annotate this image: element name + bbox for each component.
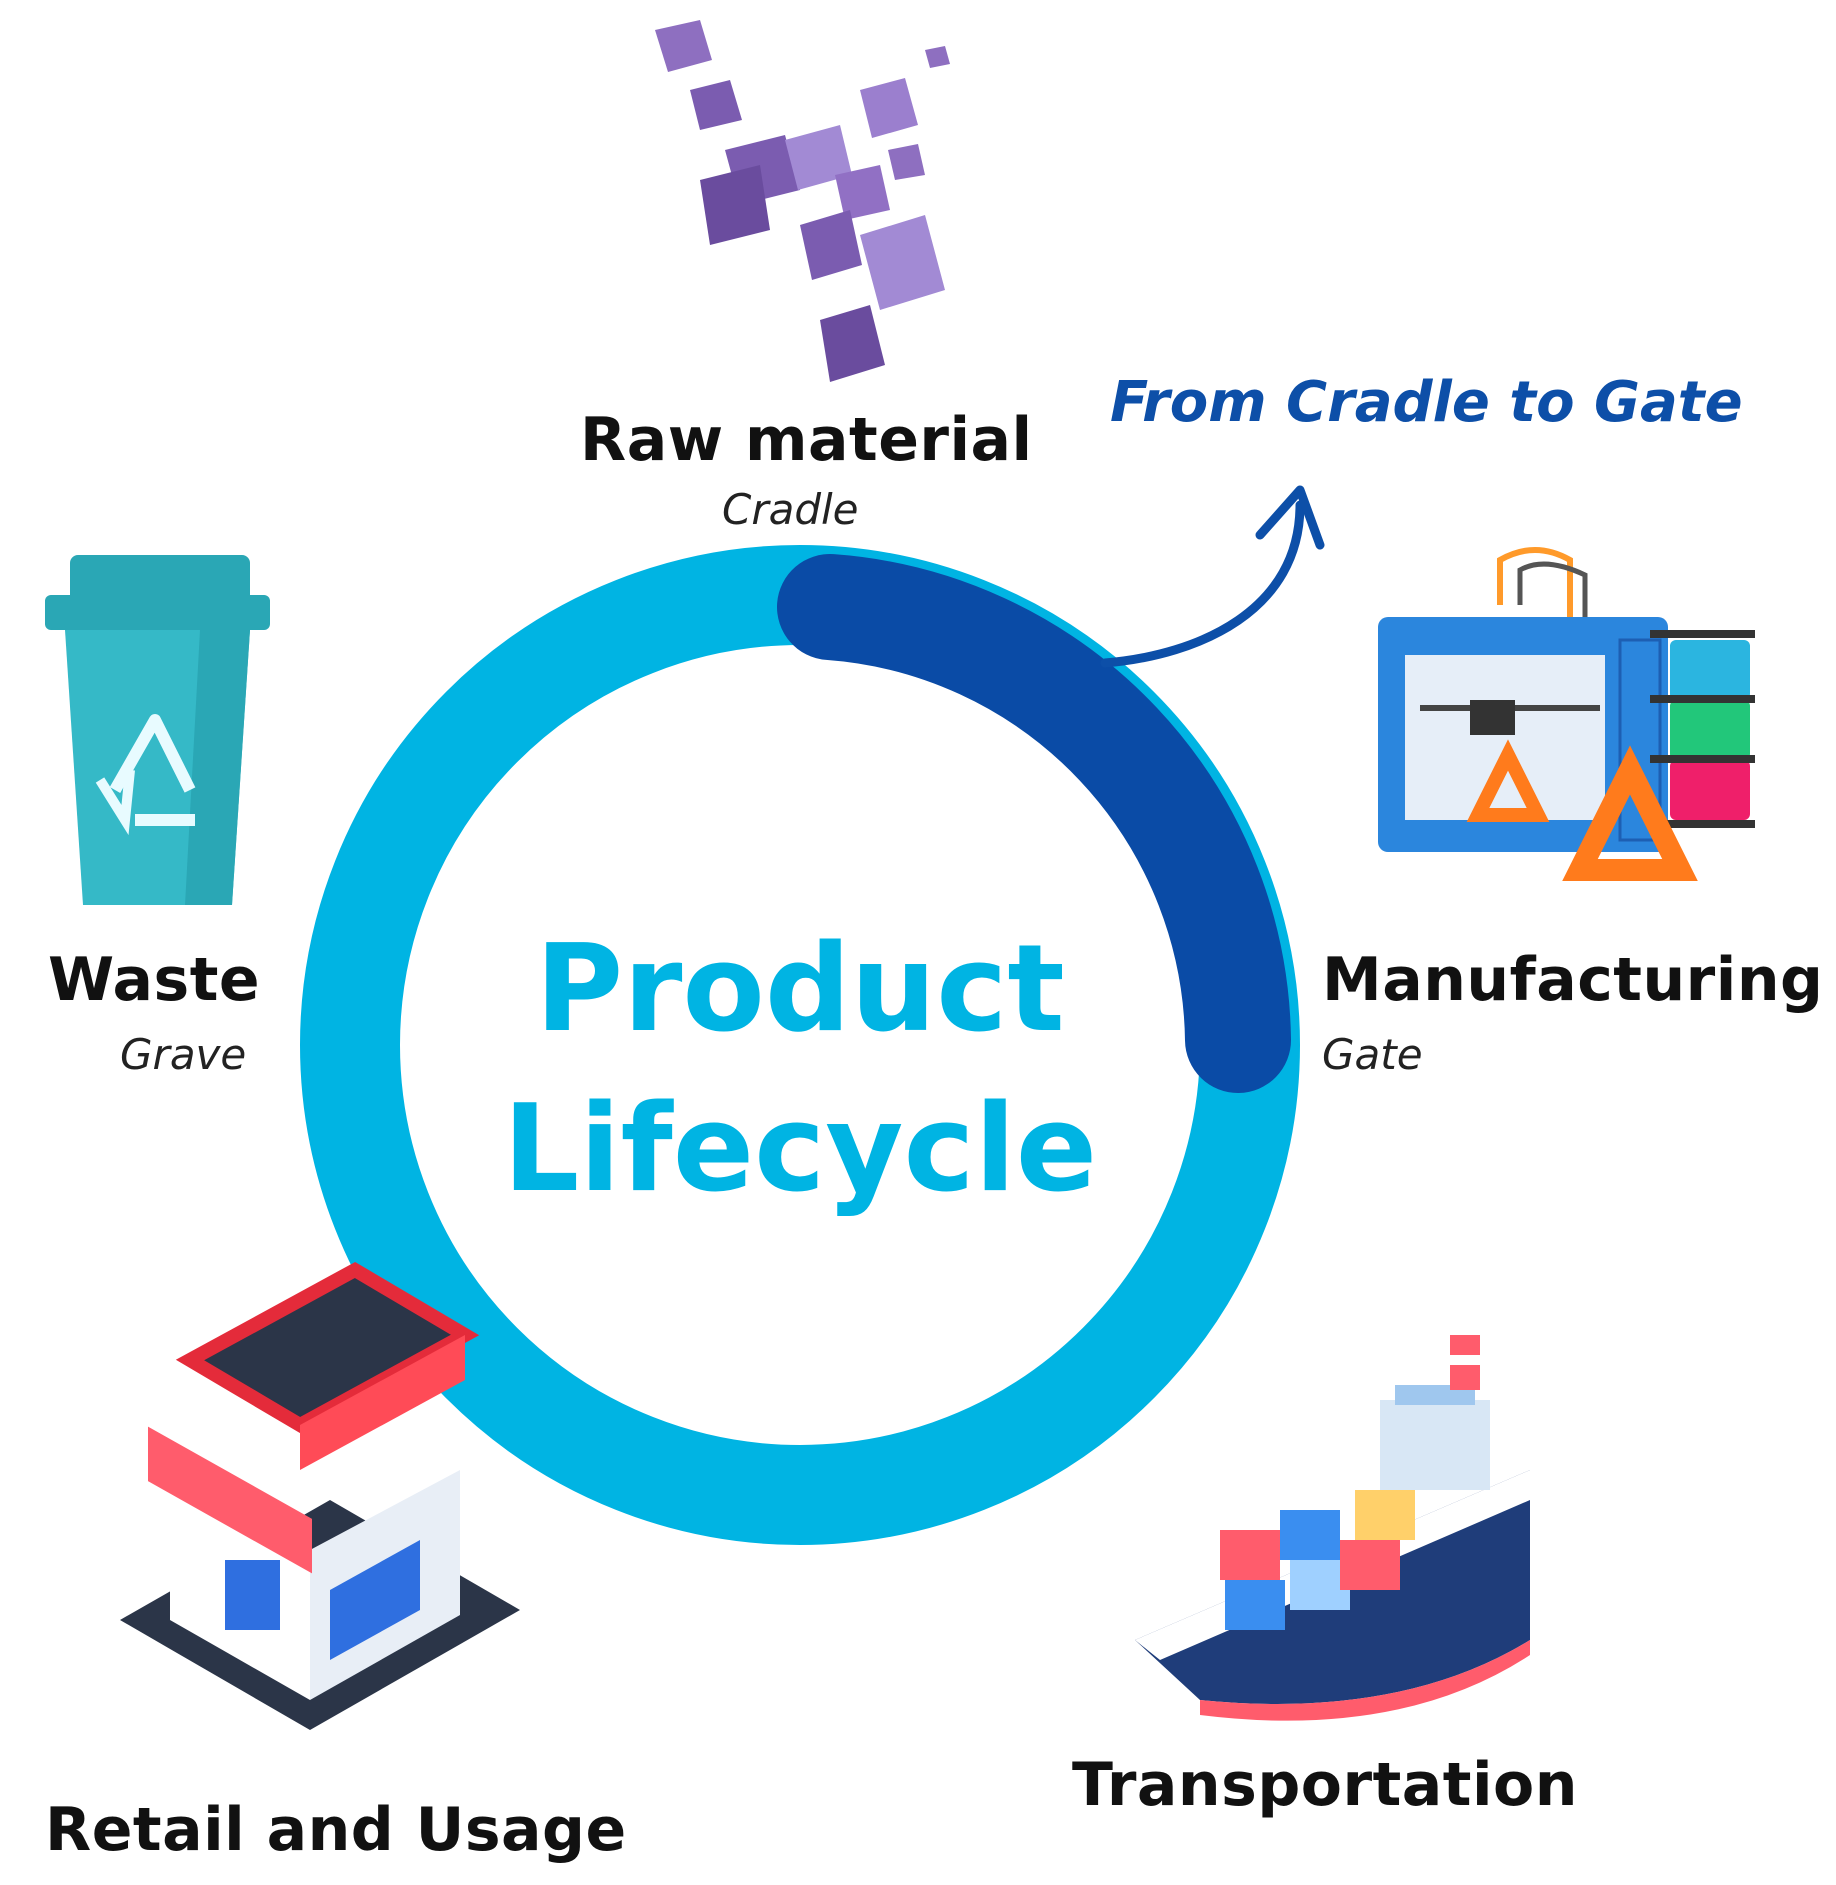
- waste-subtitle: Grave: [120, 1030, 247, 1079]
- cradle-to-gate-arc: [777, 554, 1291, 1093]
- waste-title: Waste: [48, 945, 261, 1015]
- center-title-line-1: Product: [535, 920, 1065, 1059]
- raw-material-title: Raw material: [580, 405, 1033, 475]
- store-icon: [120, 1261, 520, 1730]
- raw-material-subtitle: Cradle: [722, 485, 859, 534]
- transportation-title: Transportation: [1072, 1750, 1578, 1820]
- recycle-bin-icon: [45, 555, 270, 905]
- cargo-ship-icon: [1135, 1335, 1530, 1721]
- callout-arrowhead: [1255, 485, 1325, 550]
- retail-title: Retail and Usage: [45, 1795, 627, 1865]
- callout-text: From Cradle to Gate: [1110, 370, 1743, 435]
- cubes-icon: [655, 20, 950, 382]
- callout-arrow: [1100, 500, 1305, 668]
- 3d-printer-icon: [1378, 547, 1755, 881]
- manufacturing-title: Manufacturing: [1322, 945, 1824, 1015]
- center-title-line-2: Lifecycle: [502, 1080, 1098, 1219]
- center-title: Product Lifecycle: [500, 910, 1100, 1230]
- manufacturing-subtitle: Gate: [1322, 1030, 1423, 1079]
